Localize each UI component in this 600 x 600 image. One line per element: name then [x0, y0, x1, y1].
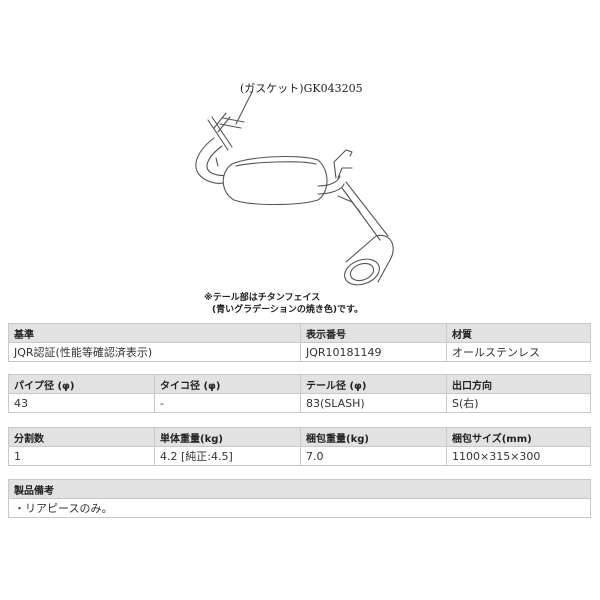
table-row: JQR認証(性能等確認済表示) JQR10181149 オールステンレス: [8, 342, 591, 362]
table-row: ・リアピースのみ。: [8, 498, 591, 518]
value-tail-diameter: 83(SLASH): [300, 393, 447, 413]
tail-finish-note: ※テール部はチタンフェイス (青いグラデーションの焼き色)です。: [204, 292, 363, 316]
note-line-2: (青いグラデーションの焼き色)です。: [212, 305, 364, 315]
table-header-row: 製品備考: [8, 479, 591, 499]
muffler-diagram: (ガスケット)GK043205 ※テール部はチタンフェイス (青いグラデーション…: [195, 82, 394, 316]
value-material: オールステンレス: [446, 342, 591, 362]
value-pipe-diameter: 43: [8, 393, 155, 413]
value-product-remarks: ・リアピースのみ。: [8, 498, 591, 518]
value-exit-direction: S(右): [446, 393, 591, 413]
header-exit-direction: 出口方向: [446, 374, 591, 394]
note-line-1: ※テール部はチタンフェイス: [204, 293, 321, 303]
header-product-remarks: 製品備考: [8, 479, 591, 499]
header-pipe-diameter: パイプ径 (φ): [8, 374, 155, 394]
table-row: 43 - 83(SLASH) S(右): [8, 393, 591, 413]
header-standard: 基準: [8, 323, 301, 343]
header-tail-diameter: テール径 (φ): [300, 374, 447, 394]
table-row: 1 4.2 [純正:4.5] 7.0 1100×315×300: [8, 446, 591, 466]
header-unit-weight: 単体重量(kg): [154, 427, 301, 447]
value-package-weight: 7.0: [300, 446, 447, 466]
table-header-row: パイプ径 (φ) タイコ径 (φ) テール径 (φ) 出口方向: [8, 374, 591, 394]
value-muffler-diameter: -: [154, 393, 301, 413]
table-header-row: 分割数 単体重量(kg) 梱包重量(kg) 梱包サイズ(mm): [8, 427, 591, 447]
muffler-drawing: [195, 91, 394, 286]
spec-table-weight: 分割数 単体重量(kg) 梱包重量(kg) 梱包サイズ(mm) 1 4.2 [純…: [8, 427, 591, 466]
value-unit-weight: 4.2 [純正:4.5]: [154, 446, 301, 466]
gasket-part-label: (ガスケット)GK043205: [240, 82, 363, 95]
header-display-number: 表示番号: [300, 323, 447, 343]
header-package-size: 梱包サイズ(mm): [446, 427, 591, 447]
header-pieces: 分割数: [8, 427, 155, 447]
header-material: 材質: [446, 323, 591, 343]
spec-table-certification: 基準 表示番号 材質 JQR認証(性能等確認済表示) JQR10181149 オ…: [8, 323, 591, 362]
table-header-row: 基準 表示番号 材質: [8, 323, 591, 343]
header-package-weight: 梱包重量(kg): [300, 427, 447, 447]
value-package-size: 1100×315×300: [446, 446, 591, 466]
value-display-number: JQR10181149: [300, 342, 447, 362]
value-standard: JQR認証(性能等確認済表示): [8, 342, 301, 362]
header-muffler-diameter: タイコ径 (φ): [154, 374, 301, 394]
value-pieces: 1: [8, 446, 155, 466]
spec-table-remarks: 製品備考 ・リアピースのみ。: [8, 479, 591, 518]
spec-table-dimensions: パイプ径 (φ) タイコ径 (φ) テール径 (φ) 出口方向 43 - 83(…: [8, 374, 591, 413]
